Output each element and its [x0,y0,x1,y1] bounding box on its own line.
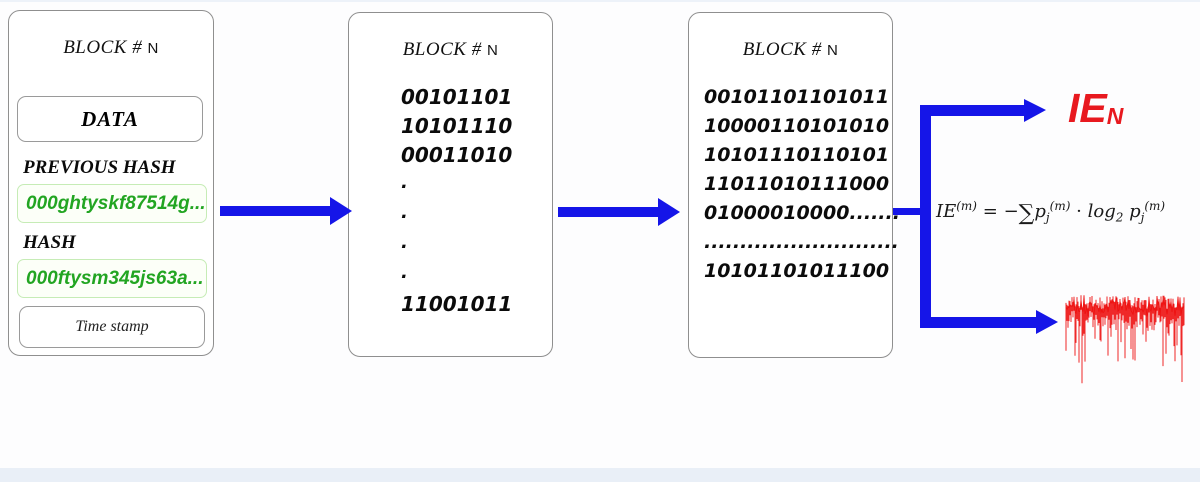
formula-p1: p [1034,201,1046,222]
formula-p1-sub: j [1045,210,1050,225]
formula-p2-sub: j [1140,210,1145,225]
binary-line: 10000110101010 [704,115,890,137]
entropy-noise-envelope [1065,295,1185,318]
top-strip [0,0,1200,2]
formula-log: log [1087,201,1116,222]
binary-line: 11001011 [401,292,513,316]
arrow-block2-block3 [558,207,660,217]
previous-hash-value: 000ghtyskf87514g... [26,192,206,214]
block-3-title: BLOCK # N [689,39,892,61]
hash-box: 000ftysm345js63a... [17,259,207,298]
block-2-title: BLOCK # N [349,39,552,61]
sigma-symbol: ∑ [1018,201,1035,226]
ellipsis-dot: . [401,232,408,253]
previous-hash-box: 000ghtyskf87514g... [17,184,207,223]
block-2-title-n: N [486,42,499,59]
binary-line: 00101101 [401,85,513,109]
arrowhead-block2-block3 [658,198,680,226]
formula-lhs: IE [936,201,957,222]
timestamp-box: Time stamp [19,306,205,348]
block-2-title-text: BLOCK # [402,39,482,60]
arrowhead-signal [1036,310,1058,334]
entropy-label-subscript: N [1106,103,1124,129]
formula-lhs-sup: (m) [956,199,977,213]
hash-value: 000ftysm345js63a... [26,267,204,289]
block-3-binary-column: 00101101101011 10000110101010 1010111011… [704,83,900,286]
branch-vertical-line [920,105,931,328]
branch-bottom-arm [920,317,1038,328]
binary-line: 10101110 [401,114,513,138]
block-2: BLOCK # N 00101101 10101110 00011010 . .… [348,12,553,357]
entropy-formula: IE(m) = −∑pj(m) · log2 pj(m) [936,199,1194,226]
binary-line: 00101101101011 [704,86,890,108]
arrow-block1-block2 [220,206,332,216]
data-box: DATA [17,96,203,142]
ellipsis-dot: . [401,262,408,283]
formula-log-sub: 2 [1115,210,1124,225]
block-1-title: BLOCK # N [9,37,213,59]
block-3: BLOCK # N 00101101101011 10000110101010 … [688,12,900,358]
binary-line: 01000010000....... [704,202,900,224]
block-3-title-n: N [826,42,839,59]
formula-p2: p [1129,201,1141,222]
binary-line: 10101110110101 [704,144,890,166]
arrowhead-entropy-label [1024,99,1046,122]
ellipsis-dot: . [401,172,408,193]
formula-minus: − [1003,201,1019,222]
entropy-label-main: IE [1068,85,1107,131]
block-2-binary-column: 00101101 10101110 00011010 . . . . 11001… [401,83,512,319]
branch-top-arm [920,105,1026,116]
binary-line: 10101101011100 [704,260,890,282]
ellipsis-line: ........................... [704,231,899,253]
entropy-label: IEN [1068,86,1123,138]
hash-label: HASH [23,232,76,253]
block-3-title-text: BLOCK # [742,39,822,60]
block-1-title-text: BLOCK # [63,37,143,58]
formula-p1-sup: (m) [1049,199,1071,213]
formula-cdot: · [1076,201,1082,222]
timestamp-label: Time stamp [75,318,149,335]
binary-line: 11011010111000 [704,173,890,195]
block-1: BLOCK # N DATA PREVIOUS HASH 000ghtyskf8… [8,10,214,356]
previous-hash-label: PREVIOUS HASH [23,157,176,178]
bottom-bar [0,468,1200,482]
ellipsis-dot: . [401,202,408,223]
block-1-title-n: N [147,40,159,57]
formula-equals: = [982,201,998,222]
data-label: DATA [81,106,139,131]
formula-p2-sup: (m) [1144,199,1166,213]
binary-line: 00011010 [401,143,513,167]
entropy-noise-signal [1065,295,1185,384]
